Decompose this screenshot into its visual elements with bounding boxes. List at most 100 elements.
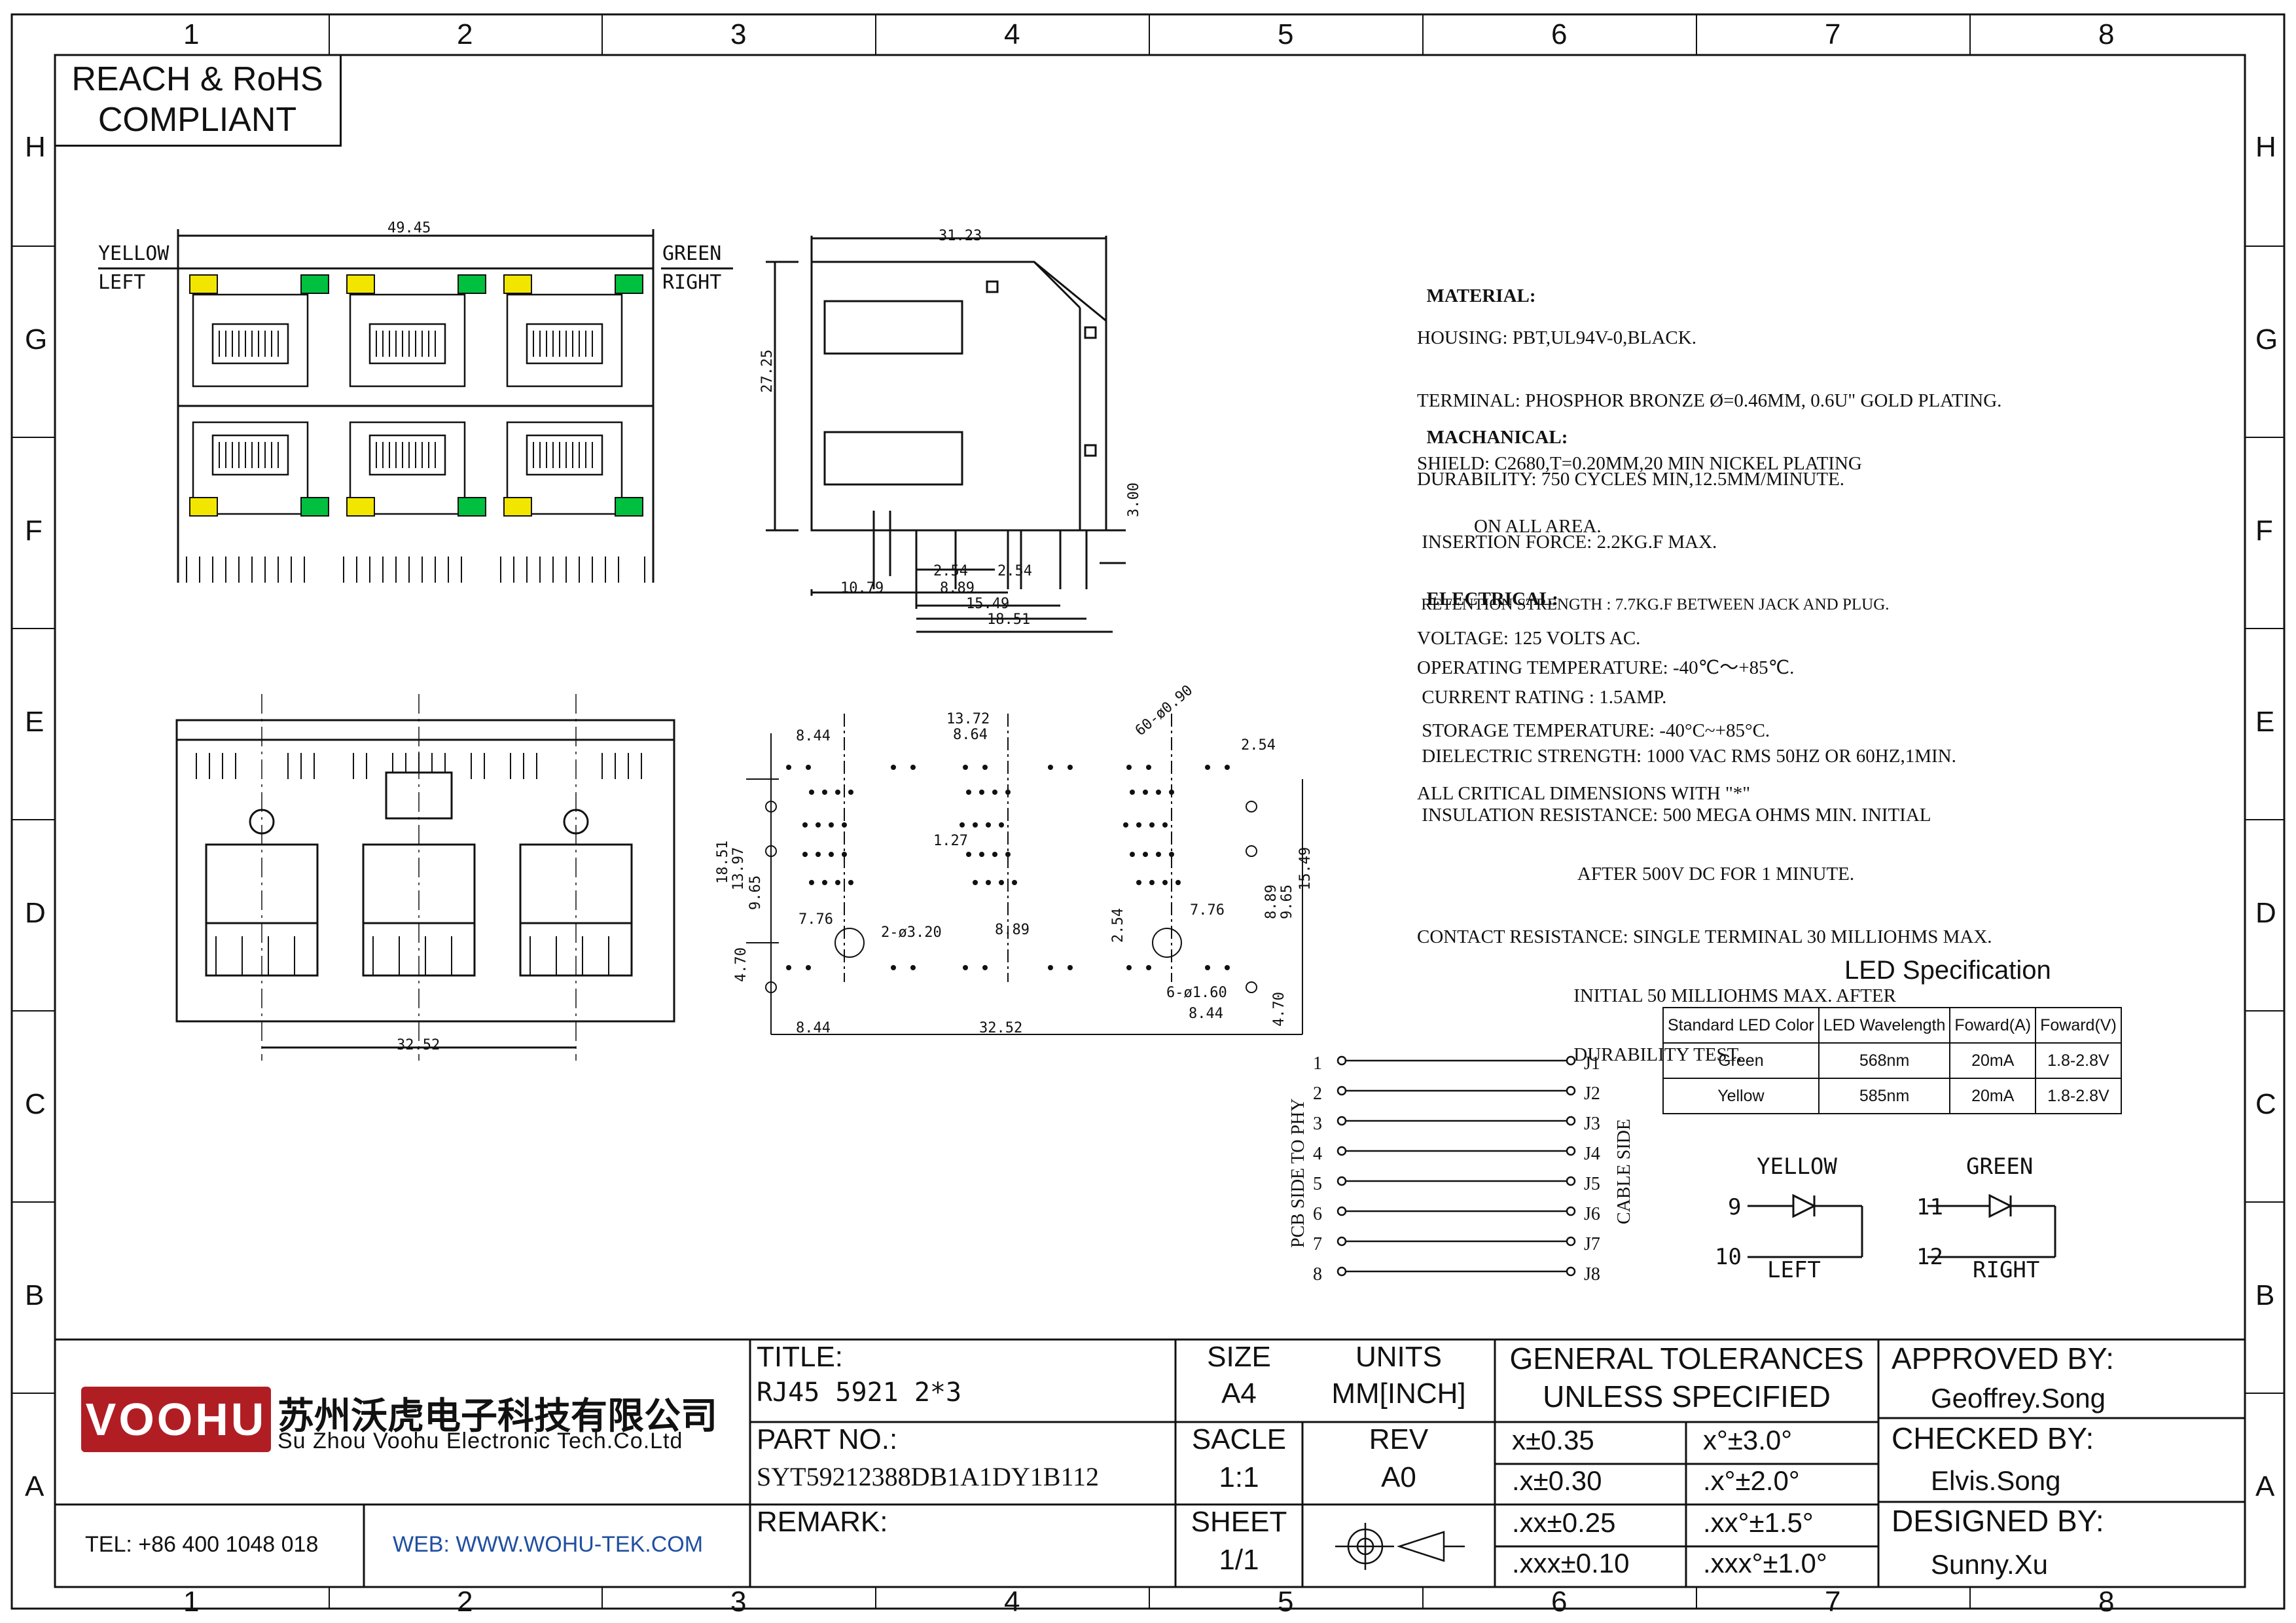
company-name-cn: 苏州沃虎电子科技有限公司 (278, 1395, 717, 1436)
led-yellow (189, 274, 218, 294)
electrical-line: CURRENT RATING : 1.5AMP. (1417, 687, 1667, 708)
sheet-label: SHEET (1191, 1506, 1287, 1538)
col-label: 2 (457, 18, 473, 50)
dim-side-889: 8.89 (940, 580, 975, 596)
table-header: Foward(V) (2035, 1007, 2122, 1044)
dim-pcb-mount: 2-ø3.20 (881, 924, 942, 941)
compliance-line-2: COMPLIANT (98, 101, 297, 139)
green-label: GREEN (662, 242, 722, 265)
col-label: 8 (2098, 1586, 2115, 1618)
row-label: D (2255, 897, 2276, 929)
table-cell: 20mA (1949, 1078, 2037, 1114)
dim-pcb-776-right: 7.76 (1190, 902, 1225, 919)
dim-pcb-254-top: 2.54 (1241, 737, 1276, 754)
company-logo: VOOHU (81, 1387, 271, 1452)
wiring-pin: 2 (1313, 1084, 1322, 1104)
material-heading: MATERIAL: (1426, 285, 1536, 306)
dim-bottom-span: 32.52 (397, 1037, 440, 1053)
tolerance-heading-2: UNLESS SPECIFIED (1543, 1379, 1831, 1413)
dim-side-1549: 15.49 (966, 596, 1010, 612)
material-section: MATERIAL: HOUSING: PBT,UL94V-0,BLACK. TE… (1417, 264, 2001, 558)
mechanical-heading: MACHANICAL: (1426, 427, 1568, 448)
scale-value: 1:1 (1219, 1461, 1259, 1493)
electrical-line: VOLTAGE: 125 VOLTS AC. (1417, 628, 1641, 649)
approved-value: Geoffrey.Song (1931, 1383, 2106, 1413)
row-label: H (25, 131, 46, 163)
dim-side-front: 10.79 (840, 580, 884, 596)
col-label: 6 (1551, 1586, 1568, 1618)
led-green-pin-a: 11 (1916, 1194, 1943, 1220)
wiring-pin: 3 (1313, 1114, 1322, 1134)
mechanical-line: STORAGE TEMPERATURE: -40°C~+85°C. (1417, 720, 1770, 741)
table-cell: Yellow (1662, 1078, 1820, 1114)
electrical-line: AFTER 500V DC FOR 1 MINUTE. (1417, 864, 1855, 884)
checked-label: CHECKED BY: (1892, 1421, 2094, 1455)
electrical-line: DIELECTRIC STRENGTH: 1000 VAC RMS 50HZ O… (1417, 746, 1956, 767)
led-green (457, 274, 486, 294)
wiring-jack: J7 (1584, 1234, 1600, 1254)
dim-pcb-844-right: 8.44 (1189, 1006, 1223, 1022)
led-spec-table: Standard LED Color LED Wavelength Foward… (1662, 1007, 2122, 1114)
left-label: LEFT (98, 271, 146, 294)
row-label: C (25, 1088, 46, 1120)
electrical-line: INITIAL 50 MILLIOHMS MAX. AFTER (1417, 985, 1896, 1006)
electrical-section: ELECTRICAL: VOLTAGE: 125 VOLTS AC. CURRE… (1417, 570, 1992, 1084)
wiring-diagram (1336, 1055, 1576, 1277)
dim-pcb-844-left: 8.44 (796, 1020, 831, 1036)
rev-label: REV (1369, 1423, 1429, 1455)
led-green (615, 497, 643, 517)
electrical-heading: ELECTRICAL: (1426, 589, 1558, 610)
title-label: TITLE: (757, 1341, 844, 1373)
col-label: 7 (1825, 18, 1841, 50)
pcb-layout-drawing (746, 714, 1303, 1035)
tolerance-angular: .x°±2.0° (1703, 1465, 1800, 1496)
dim-pcb-844-top: 8.44 (796, 728, 831, 744)
designed-label: DESIGNED BY: (1892, 1504, 2104, 1538)
dim-pcb-1372: 13.72 (946, 711, 990, 727)
dim-side-pitch-1: 2.54 (933, 563, 968, 579)
tolerance-linear: .xx±0.25 (1512, 1507, 1616, 1538)
dim-front-width: 49.45 (387, 220, 431, 236)
front-view-drawing (98, 229, 733, 583)
company-web[interactable]: WEB: WWW.WOHU-TEK.COM (393, 1532, 704, 1557)
tolerance-heading-1: GENERAL TOLERANCES (1509, 1341, 1864, 1376)
dim-side-1851: 18.51 (987, 611, 1031, 628)
tolerance-angular: .xxx°±1.0° (1703, 1548, 1827, 1578)
size-label: SIZE (1207, 1341, 1271, 1373)
company-name-en: Su Zhou Voohu Electronic Tech.Co.Ltd (278, 1429, 683, 1453)
row-label: C (2255, 1088, 2276, 1120)
col-label: 2 (457, 1586, 473, 1618)
led-yellow (346, 497, 375, 517)
title-value: RJ45 5921 2*3 (757, 1377, 962, 1408)
projection-symbol (1335, 1523, 1465, 1570)
tolerance-linear: .xxx±0.10 (1512, 1548, 1630, 1578)
led-green (615, 274, 643, 294)
part-label: PART NO.: (757, 1423, 898, 1455)
led-yellow-side: LEFT (1767, 1257, 1821, 1283)
table-cell: Green (1662, 1042, 1820, 1079)
col-label: 5 (1278, 1586, 1294, 1618)
row-label: B (25, 1279, 45, 1311)
table-row: Yellow 585nm 20mA 1.8-2.8V (1662, 1078, 2122, 1114)
material-line: HOUSING: PBT,UL94V-0,BLACK. (1417, 327, 1696, 348)
wiring-pin: 7 (1313, 1234, 1322, 1254)
wiring-jack: J1 (1584, 1053, 1600, 1074)
table-header: Foward(A) (1949, 1007, 2037, 1044)
row-label: G (25, 323, 48, 356)
led-green-name: GREEN (1966, 1154, 2034, 1180)
table-cell: 1.8-2.8V (2035, 1042, 2122, 1079)
side-view-drawing (766, 236, 1126, 633)
led-yellow-pin-a: 9 (1728, 1194, 1742, 1220)
col-label: 4 (1004, 18, 1020, 50)
col-label: 3 (730, 18, 747, 50)
row-label: A (25, 1470, 45, 1503)
col-label: 1 (183, 18, 200, 50)
table-row: Green 568nm 20mA 1.8-2.8V (1662, 1042, 2122, 1079)
table-header: Standard LED Color (1662, 1007, 1820, 1044)
wiring-jack: J5 (1584, 1174, 1600, 1194)
wiring-pins: 1 2 3 4 5 6 7 8 (1313, 1049, 1322, 1290)
yellow-label: YELLOW (98, 242, 170, 265)
row-label: D (25, 897, 46, 929)
